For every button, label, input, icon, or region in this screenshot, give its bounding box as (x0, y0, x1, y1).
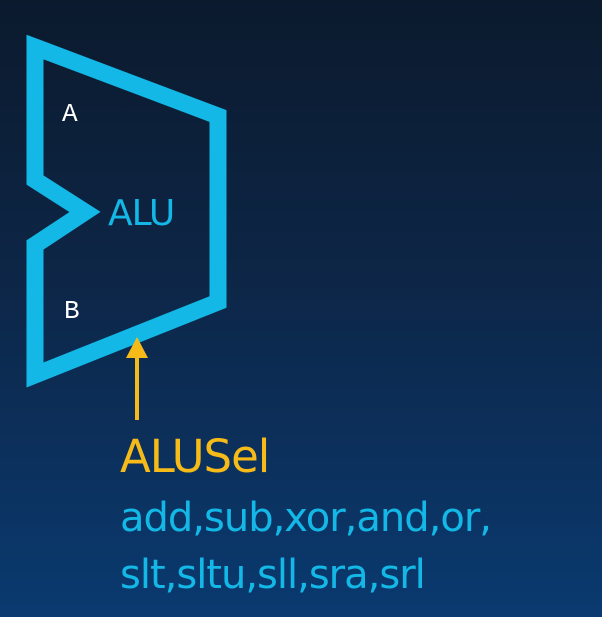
alu-block-outline (26, 34, 227, 388)
alu-select-label: ALUSel (120, 430, 270, 483)
input-a-label: A (62, 99, 78, 129)
alu-operations-line-2: slt,sltu,sll,sra,srl (120, 552, 426, 598)
alu-label: ALU (108, 193, 174, 234)
select-arrow-head (126, 337, 148, 358)
alu-operations-line-1: add,sub,xor,and,or, (120, 495, 492, 541)
input-b-label: B (64, 296, 80, 326)
